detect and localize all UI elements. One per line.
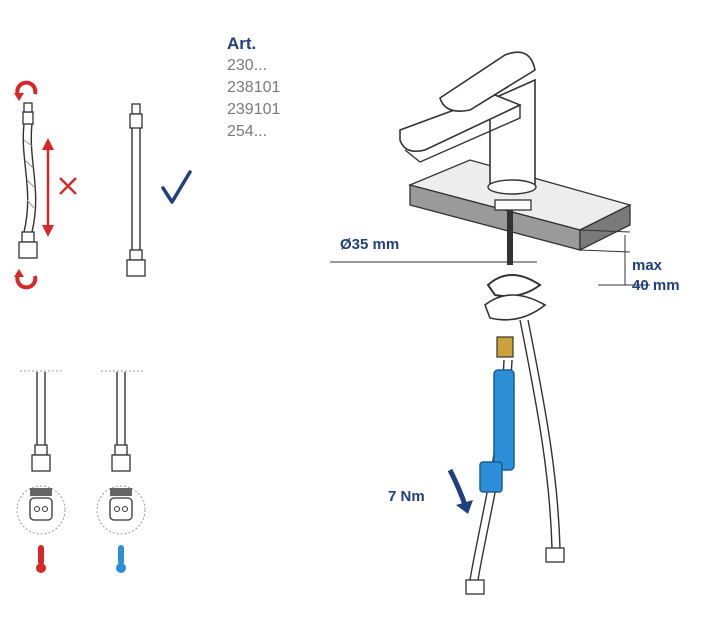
faucet	[399, 51, 537, 265]
max-thickness-line2: 40 mm	[632, 277, 680, 294]
rotate-arrow-bottom-icon	[14, 269, 38, 290]
thermometer-hot-icon	[36, 545, 46, 573]
countertop	[407, 159, 632, 252]
article-numbers: Art. 230... 238101 239101 254...	[227, 33, 347, 143]
max-thickness-line1: max	[632, 257, 663, 274]
cross-icon	[59, 177, 77, 195]
flex-hoses	[465, 319, 565, 595]
article-number: 238101	[227, 79, 281, 96]
article-title: Art.	[227, 34, 257, 53]
torque-label: 7 Nm	[388, 488, 425, 505]
hose-straight-correct	[126, 103, 192, 277]
article-number: 254...	[227, 123, 268, 140]
article-number: 239101	[227, 101, 281, 118]
wrench-tool	[479, 369, 515, 493]
thermometer-cold-icon	[116, 545, 126, 573]
hose-hot	[16, 370, 66, 573]
max-thickness-label: max 40 mm	[632, 256, 680, 296]
rotate-arrow-top-icon	[14, 80, 38, 101]
mounting-hardware	[484, 274, 547, 358]
article-number: 230...	[227, 57, 268, 74]
hose-twisted-wrong	[14, 80, 77, 290]
checkmark-icon	[161, 170, 192, 204]
diameter-label: Ø35 mm	[340, 236, 400, 253]
hose-cold	[96, 370, 146, 573]
torque-arrow-icon	[447, 468, 468, 506]
